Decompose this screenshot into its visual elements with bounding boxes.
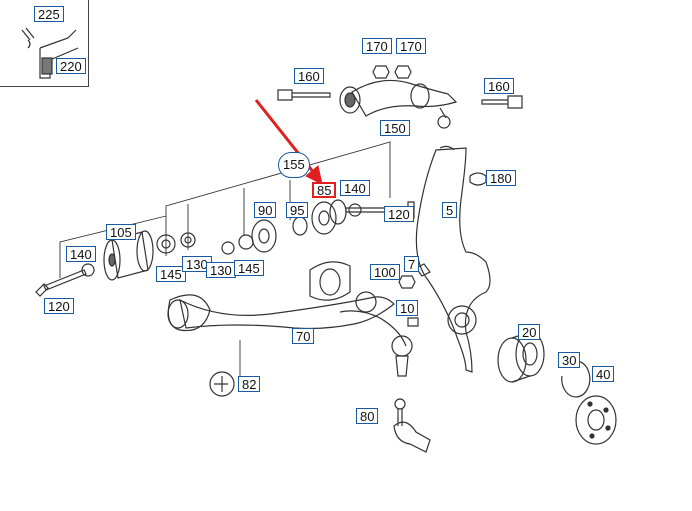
callout-80[interactable]: 80	[356, 408, 379, 424]
wheel-hub-drawing	[575, 395, 617, 445]
bolt-160-left	[277, 89, 331, 101]
lower-control-arm-drawing	[167, 261, 407, 347]
callout-140-lower[interactable]: 140	[66, 246, 96, 262]
callout-105[interactable]: 105	[106, 224, 136, 240]
callout-20[interactable]: 20	[518, 324, 541, 340]
callout-90[interactable]: 90	[254, 202, 277, 218]
callout-30[interactable]: 30	[558, 352, 581, 368]
nut-170-right	[394, 65, 412, 79]
detail-inset-frame	[0, 0, 89, 87]
bolt-120-lower-left	[35, 269, 87, 297]
callout-180[interactable]: 180	[486, 170, 516, 186]
callout-225[interactable]: 225	[34, 6, 64, 22]
callout-95[interactable]: 95	[286, 202, 309, 218]
ball-joint-upper	[355, 291, 377, 313]
callout-130-right[interactable]: 130	[206, 262, 236, 278]
callout-140-upper[interactable]: 140	[340, 180, 370, 196]
callout-120-lower[interactable]: 120	[44, 298, 74, 314]
callout-40[interactable]: 40	[592, 366, 615, 382]
callout-5[interactable]: 5	[442, 202, 458, 218]
callout-155[interactable]: 155	[278, 152, 310, 178]
callout-130-left[interactable]: 130	[182, 256, 212, 272]
callout-82[interactable]: 82	[238, 376, 261, 392]
upper-control-arm-drawing	[339, 79, 458, 129]
callout-7[interactable]: 7	[404, 256, 420, 272]
callout-70[interactable]: 70	[292, 328, 315, 344]
cap-180	[469, 172, 487, 186]
steering-knuckle-drawing	[415, 145, 491, 373]
callout-100[interactable]: 100	[370, 264, 400, 280]
bolt-160-right	[481, 95, 523, 109]
bushing-85	[311, 201, 337, 235]
callout-120-upper[interactable]: 120	[384, 206, 414, 222]
callout-160-right[interactable]: 160	[484, 78, 514, 94]
ball-joint-80-drawing	[393, 398, 431, 453]
callout-85-highlighted[interactable]: 85	[312, 182, 337, 198]
callout-170-left[interactable]: 170	[362, 38, 392, 54]
inset-bolt-bracket-drawing	[21, 27, 79, 79]
callout-145-right[interactable]: 145	[234, 260, 264, 276]
callout-160-left[interactable]: 160	[294, 68, 324, 84]
callout-145-left[interactable]: 145	[156, 266, 186, 282]
bushing-105-drawing	[103, 230, 154, 281]
callout-10[interactable]: 10	[396, 300, 419, 316]
nut-170-left	[372, 65, 390, 79]
callout-220[interactable]: 220	[56, 58, 86, 74]
wrench-tool-icon	[209, 371, 235, 397]
callout-170-right[interactable]: 170	[396, 38, 426, 54]
callout-150[interactable]: 150	[380, 120, 410, 136]
